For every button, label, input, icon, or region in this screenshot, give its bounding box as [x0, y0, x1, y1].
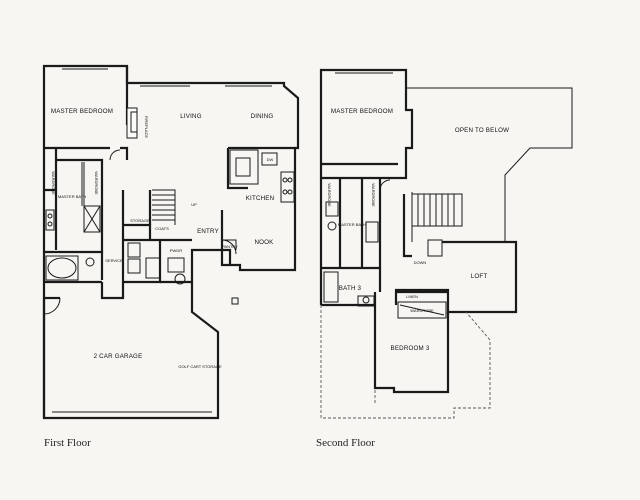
- room-label-dining: DINING: [251, 113, 274, 120]
- room-label-dw: DW: [267, 157, 274, 162]
- room-label-powder: PWDR: [170, 248, 182, 253]
- second-floor-plan: [319, 68, 573, 419]
- room-label-kitchen: KITCHEN: [246, 195, 275, 202]
- room-label-nook: NOOK: [254, 239, 274, 246]
- room-label-2f-master-bath: MASTER BATH: [338, 222, 366, 227]
- room-label-bedroom3: BEDROOM 3: [391, 345, 430, 352]
- room-label-bedroom3-wardrobe: WARDROBE: [410, 308, 434, 313]
- room-label-master-bedroom-text: MASTER BEDROOM: [51, 108, 113, 115]
- room-label-service: SERVICE: [105, 258, 123, 263]
- room-label-fireplace: FIREPLACE: [144, 116, 149, 139]
- room-label-down: DOWN: [414, 260, 427, 265]
- room-label-living: LIVING: [180, 113, 202, 120]
- room-label-entry: ENTRY: [197, 228, 219, 235]
- room-label-bath3: BATH 3: [339, 285, 362, 292]
- room-label-wardrobe-left: WARDROBE: [51, 171, 56, 195]
- open-to-below-outline: [406, 87, 573, 242]
- room-label-open-to-below: OPEN TO BELOW: [455, 127, 509, 134]
- room-label-2f-master-bedroom: MASTER BEDROOM: [331, 108, 393, 115]
- room-label-storage: STORAGE: [130, 218, 150, 223]
- second-floor-master-outline: [319, 68, 414, 180]
- room-label-coats: COATS: [155, 226, 169, 231]
- room-label-garage: 2 CAR GARAGE: [94, 353, 143, 360]
- caption-first-floor: First Floor: [44, 437, 91, 449]
- second-floor-labels: MASTER BEDROOM OPEN TO BELOW WARDROBE WA…: [327, 108, 509, 352]
- room-label-linen: LINEN: [406, 294, 418, 299]
- room-label-2f-wardrobe-right: WARDROBE: [371, 183, 376, 207]
- room-label-2f-wardrobe-left: WARDROBE: [327, 183, 332, 207]
- first-floor-labels: MASTER BEDROOM FIREPLACE LIVING DINING D…: [51, 108, 274, 369]
- room-label-up: UP: [191, 202, 197, 207]
- caption-second-floor: Second Floor: [316, 437, 375, 449]
- room-label-golf-cart-storage: GOLF CART STORAGE: [178, 364, 222, 369]
- room-label-wardrobe-right: WARDROBE: [94, 171, 99, 195]
- room-label-master-bath: MASTER BATH: [58, 194, 86, 199]
- first-floor-plan: [42, 64, 300, 420]
- first-floor-outline: [42, 64, 300, 420]
- room-label-loft: LOFT: [471, 273, 488, 280]
- room-label-master-bedroom: MASTER BEDROOM: [51, 108, 113, 115]
- room-label-pantry: PANTRY: [222, 244, 238, 249]
